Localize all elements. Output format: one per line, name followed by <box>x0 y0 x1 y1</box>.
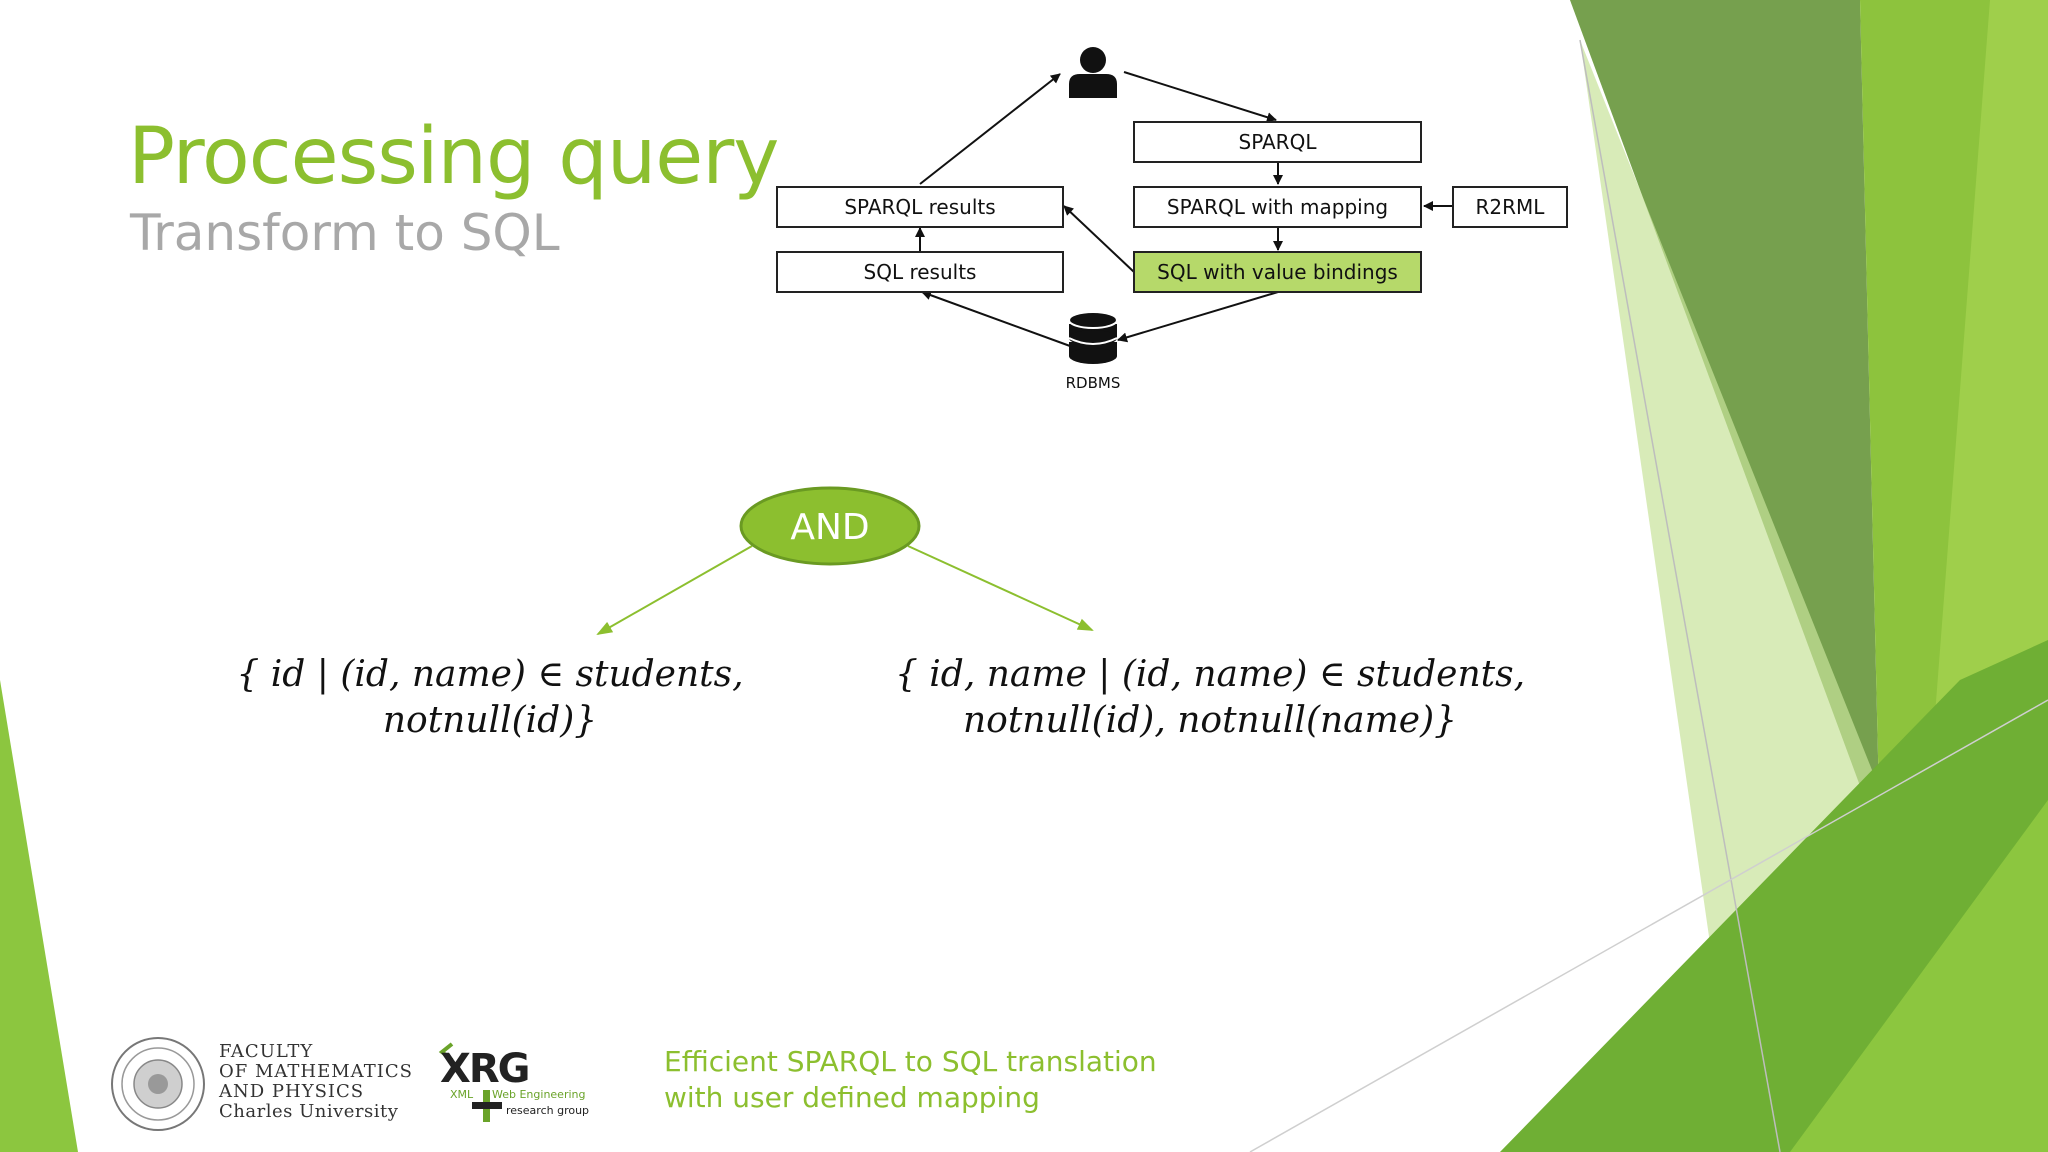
faculty-line4: Charles University <box>219 1101 399 1122</box>
left-formula-line1: { id | (id, name) ∈ students, <box>236 654 744 695</box>
faculty-line1: FACULTY <box>219 1041 314 1062</box>
arrow-sql-to-rdbms <box>1117 291 1279 343</box>
faculty-line3: AND PHYSICS <box>219 1081 365 1102</box>
deco-shape-lower-right <box>1790 800 2048 1152</box>
tree-arrow-left <box>596 545 753 635</box>
faculty-name: FACULTY OF MATHEMATICS AND PHYSICS Charl… <box>219 1042 413 1122</box>
r2rml-box: R2RML <box>1452 186 1568 228</box>
rdbms-label: RDBMS <box>1065 374 1121 392</box>
slide-subtitle: Transform to SQL <box>130 204 560 262</box>
arrow-sql-to-sparql-results <box>1063 205 1135 273</box>
faculty-line2: OF MATHEMATICS <box>219 1061 413 1082</box>
sparql-results-box: SPARQL results <box>776 186 1064 228</box>
sql-results-label: SQL results <box>863 260 977 284</box>
r2rml-label: R2RML <box>1475 195 1545 219</box>
arrow-user-to-sparql <box>1123 71 1277 123</box>
xrg-plus-icon <box>472 1090 502 1122</box>
sparql-label: SPARQL <box>1238 130 1317 154</box>
deco-shape-bright <box>1930 0 2048 780</box>
footer-caption-line2: with user defined mapping <box>664 1081 1040 1114</box>
sparql-with-mapping-label: SPARQL with mapping <box>1166 195 1389 219</box>
sparql-box: SPARQL <box>1133 121 1422 163</box>
sql-results-box: SQL results <box>776 251 1064 293</box>
xrg-chevron-icon <box>438 1042 454 1062</box>
database-icon <box>1068 311 1118 364</box>
right-formula: { id, name | (id, name) ∈ students, notn… <box>860 652 1560 744</box>
deco-line-1 <box>1579 39 1781 1152</box>
xrg-xml-label: XML <box>450 1088 474 1101</box>
and-node-label: AND <box>790 506 870 548</box>
xrg-subtitle-line1: Web Engineering <box>492 1088 586 1101</box>
slide-title: Processing query <box>128 112 779 202</box>
right-formula-line2: notnull(id), notnull(name)} <box>962 700 1458 741</box>
arrow-rdbms-to-sql-results <box>921 290 1071 347</box>
left-formula: { id | (id, name) ∈ students, notnull(id… <box>190 652 790 744</box>
arrow-results-to-user <box>919 73 1061 185</box>
right-formula-line1: { id, name | (id, name) ∈ students, <box>894 654 1526 695</box>
sparql-with-mapping-box: SPARQL with mapping <box>1133 186 1422 228</box>
deco-shape-left <box>0 680 78 1152</box>
sql-with-value-bindings-box: SQL with value bindings <box>1133 251 1422 293</box>
xrg-logo: XRG <box>440 1046 530 1092</box>
tree-arrow-right <box>907 545 1094 631</box>
footer-caption: Efficient SPARQL to SQL translation with… <box>664 1044 1157 1116</box>
sparql-results-label: SPARQL results <box>844 195 996 219</box>
left-formula-line2: notnull(id)} <box>382 700 598 741</box>
xrg-subtitle-line2: research group <box>506 1104 590 1117</box>
deco-line-2 <box>1249 699 2048 1152</box>
footer-caption-line1: Efficient SPARQL to SQL translation <box>664 1045 1157 1078</box>
and-node <box>739 486 921 566</box>
faculty-seal-logo <box>111 1037 205 1131</box>
user-icon <box>1069 47 1117 98</box>
sql-with-value-bindings-label: SQL with value bindings <box>1157 260 1398 284</box>
